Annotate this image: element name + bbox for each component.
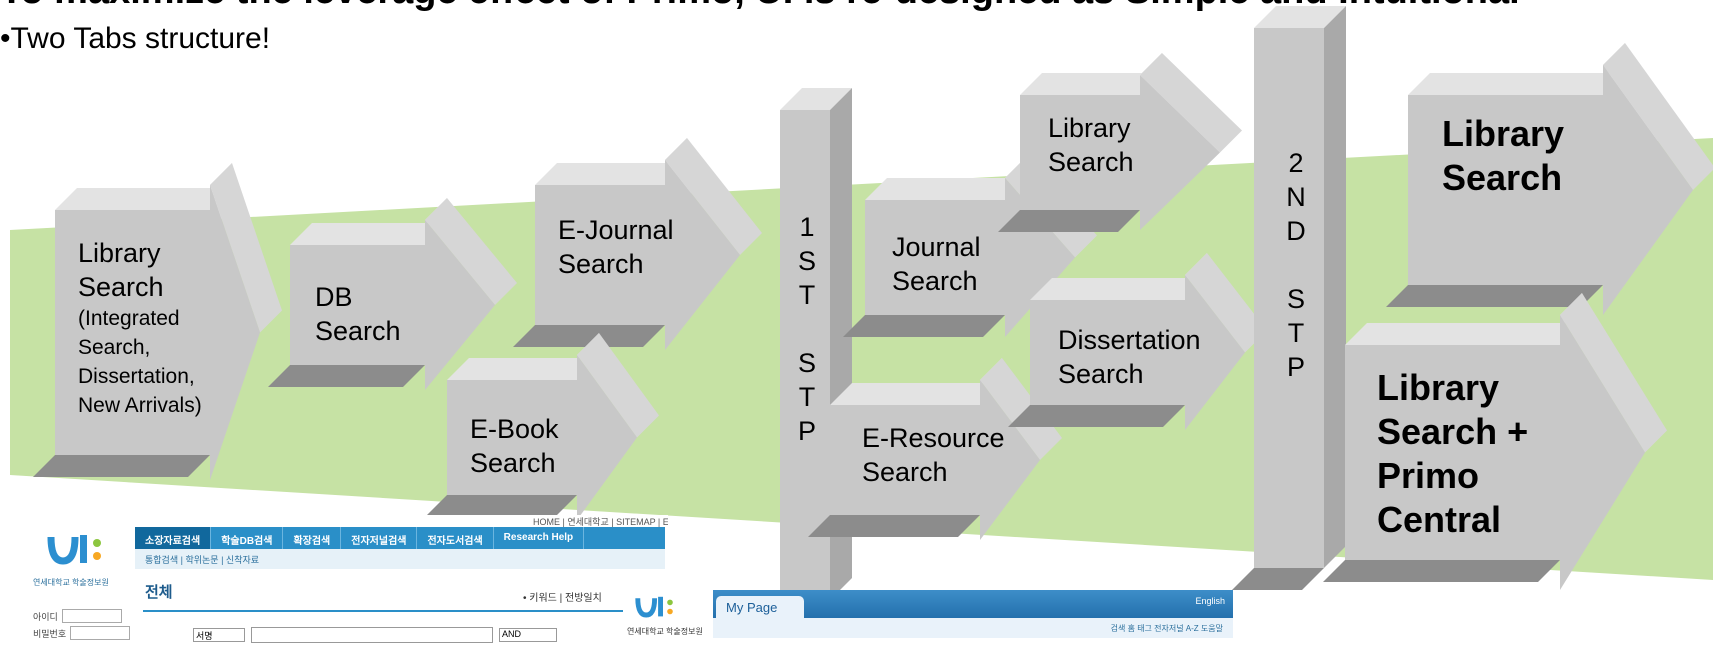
arrow-library-search-2-bottom (998, 210, 1140, 232)
arrow-library-search-2-top (1020, 53, 1162, 95)
password-field[interactable] (70, 626, 131, 640)
arrow-db-search-top (290, 198, 447, 245)
search-input[interactable] (251, 627, 493, 643)
library-site-screenshot: HOME | 연세대학교 | SITEMAP | ENGLISH 연세대학교 학… (33, 515, 668, 645)
arrow-dissertation-search-top (1030, 253, 1207, 300)
eresource-search-label: E-Resource Search (862, 423, 1005, 487)
tab-db[interactable]: 학술DB검색 (211, 527, 284, 549)
final-library-search-label: Library Search (1442, 113, 1565, 198)
slide-heading: To maximize the leverage effect of Primo… (0, 0, 1713, 22)
bar-second-step-top (1254, 6, 1346, 28)
db-search-label: DB Search (315, 282, 401, 346)
arrow-library-search-face (55, 185, 260, 480)
sub-tabs[interactable]: 통합검색 | 학위논문 | 신착자료 (135, 549, 665, 569)
arrow-eresource-search-head-top (980, 358, 1062, 460)
arrow-ejournal-search-head-top (665, 138, 762, 255)
section-title: 전체 (145, 584, 173, 601)
id-field[interactable] (61, 609, 122, 623)
library-search-2-label: Library Search (1048, 113, 1134, 177)
arrow-eresource-search-face (830, 380, 1040, 540)
sub-bar (713, 618, 1233, 638)
tab-extended[interactable]: 확장검색 (283, 527, 342, 549)
utility-links[interactable]: 검색 홈 태그 전자저널 A-Z 도움말 (1110, 624, 1223, 633)
arrow-final-primo-face (1345, 315, 1645, 590)
arrow-final-primo-top (1345, 293, 1582, 345)
pw-label: 비밀번호 (33, 628, 67, 639)
final-primo-label: Library Search + Primo Central (1377, 367, 1529, 540)
bar-second-step-side (1324, 6, 1346, 568)
arrow-dissertation-search-bottom (1008, 405, 1185, 427)
arrow-eresource-search-top (830, 358, 1002, 405)
login-sidebar: 아이디 비밀번호 (33, 609, 131, 645)
keyword-toggle[interactable]: • 키워드 | 전방일치 (523, 593, 602, 604)
field-select[interactable]: 서명 (193, 628, 245, 642)
id-label: 아이디 (33, 611, 58, 622)
arrow-library-search-bottom (33, 455, 210, 477)
dissertation-search-label: Dissertation Search (1058, 325, 1201, 389)
arrow-library-search-head-top (210, 163, 282, 333)
tab-research-help[interactable]: Research Help (494, 527, 585, 549)
arrow-final-primo-head-top (1560, 293, 1667, 453)
bar-first-step-face (780, 110, 830, 600)
arrow-db-search-bottom (268, 365, 425, 387)
yul-logo-icon (635, 596, 673, 618)
tab-my-page[interactable]: My Page (716, 596, 804, 618)
arrow-ejournal-search-top (535, 138, 687, 185)
arrow-ebook-search-head-top (577, 333, 659, 438)
yul-logo-icon (47, 535, 101, 565)
arrow-ebook-search-top (447, 333, 599, 380)
main-tabs: 소장자료검색 학술DB검색 확장검색 전자저널검색 전자도서검색 Researc… (135, 527, 665, 549)
arrows-layer (33, 6, 1713, 622)
arrow-dissertation-search-face (1030, 275, 1245, 430)
arrow-library-search-2-head-top (1140, 53, 1242, 153)
arrow-db-search-face (290, 220, 495, 390)
divider (143, 610, 665, 612)
arrow-dissertation-search-head-top (1185, 253, 1267, 353)
arrow-ejournal-search-bottom (513, 325, 665, 347)
top-nav-links: HOME | 연세대학교 | SITEMAP | ENGLISH (533, 517, 668, 527)
arrow-library-search-top (55, 163, 232, 210)
tab-ejournal[interactable]: 전자저널검색 (341, 527, 418, 549)
logo-caption: 연세대학교 학술정보원 (33, 578, 109, 587)
bar-first-step-top (780, 88, 852, 110)
english-link[interactable]: English (1195, 596, 1225, 606)
primo-site-screenshot: 연세대학교 학술정보원 My Page English 검색 홈 태그 전자저널… (623, 590, 1233, 645)
bar-second-step-face (1254, 28, 1324, 568)
arrow-final-library-search-head-top (1603, 43, 1713, 190)
arrow-final-library-search-bottom (1386, 285, 1603, 307)
tab-ebook[interactable]: 전자도서검색 (417, 527, 494, 549)
arrow-library-search-2-face (1020, 75, 1220, 230)
arrow-final-library-search-top (1408, 43, 1625, 95)
arrow-ebook-search-bottom (425, 495, 577, 517)
arrow-final-library-search-face (1408, 65, 1693, 315)
arrow-journal-search-bottom (843, 315, 1005, 337)
arrow-ejournal-search-face (535, 160, 740, 350)
ejournal-search-label: E-Journal Search (558, 215, 674, 279)
arrow-eresource-search-bottom (808, 515, 980, 537)
operator-select[interactable]: AND (499, 628, 557, 642)
logo-caption: 연세대학교 학술정보원 (627, 627, 703, 636)
bullet-text: •Two Tabs structure! (0, 22, 271, 55)
first-step-label: 1 S T S T P (797, 212, 816, 446)
search-row: 서명 AND (193, 627, 557, 643)
library-search-label: Library Search (Integrated Search, Disse… (78, 238, 202, 417)
tab-holdings[interactable]: 소장자료검색 (135, 527, 212, 549)
journal-search-label: Journal Search (892, 232, 981, 296)
second-step-label: 2 N D S T P (1286, 148, 1306, 382)
arrow-db-search-head-top (425, 198, 517, 305)
arrow-final-primo-bottom (1323, 560, 1560, 582)
arrow-journal-search-top (865, 156, 1027, 200)
bar-second-step-bottom (1232, 568, 1324, 590)
ebook-search-label: E-Book Search (470, 414, 559, 478)
arrow-ebook-search-face (447, 355, 637, 520)
